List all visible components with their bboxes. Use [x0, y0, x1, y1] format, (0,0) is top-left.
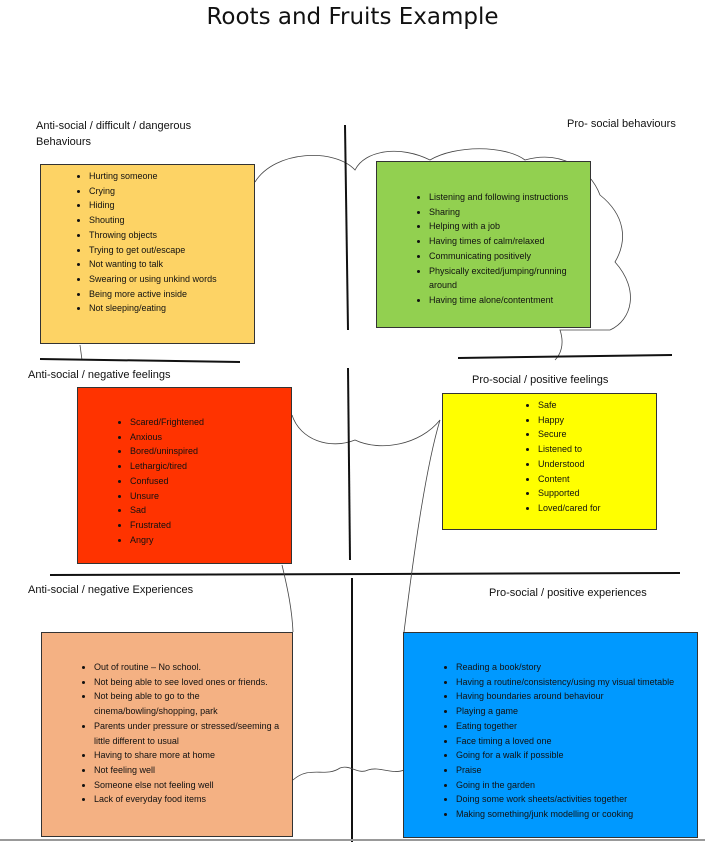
list-item: Scared/Frightened: [130, 415, 287, 430]
anti-experiences-list: Out of routine – No school.Not being abl…: [42, 660, 292, 807]
ground-line: [49, 572, 681, 576]
list-item: Not wanting to talk: [89, 257, 250, 272]
list-item: Supported: [538, 486, 652, 501]
list-item: Out of routine – No school.: [94, 660, 284, 675]
right-upper-horizontal: [457, 354, 673, 359]
list-item: Throwing objects: [89, 228, 250, 243]
list-item: Reading a book/story: [456, 660, 675, 675]
list-item: Hurting someone: [89, 169, 250, 184]
list-item: Not being able to go to the cinema/bowli…: [94, 689, 284, 718]
list-item: Not sleeping/eating: [89, 301, 250, 316]
list-item: Doing some work sheets/activities togeth…: [456, 792, 675, 807]
label-anti-feelings: Anti-social / negative feelings: [28, 369, 171, 381]
list-item: Angry: [130, 533, 287, 548]
list-item: Loved/cared for: [538, 501, 652, 516]
list-item: Secure: [538, 427, 652, 442]
list-item: Listening and following instructions: [429, 190, 586, 205]
list-item: Hiding: [89, 198, 250, 213]
list-item: Helping with a job: [429, 219, 586, 234]
list-item: Having times of calm/relaxed: [429, 234, 586, 249]
anti-experiences-box: Out of routine – No school.Not being abl…: [41, 632, 293, 837]
trunk-left: [281, 564, 294, 633]
list-item: Going for a walk if possible: [456, 748, 675, 763]
pro-behaviours-list: Listening and following instructionsShar…: [377, 190, 590, 308]
list-item: Going in the garden: [456, 778, 675, 793]
anti-behaviours-list: Hurting someoneCryingHidingShoutingThrow…: [41, 169, 254, 316]
pro-experiences-box: Reading a book/storyHaving a routine/con…: [403, 632, 698, 838]
list-item: Having a routine/consistency/using my vi…: [456, 675, 675, 690]
anti-feelings-list: Scared/FrightenedAnxiousBored/uninspired…: [78, 415, 291, 547]
list-item: Not feeling well: [94, 763, 284, 778]
list-item: Lack of everyday food items: [94, 792, 284, 807]
list-item: Not being able to see loved ones or frie…: [94, 675, 284, 690]
list-item: Bored/uninspired: [130, 444, 287, 459]
anti-feelings-box: Scared/FrightenedAnxiousBored/uninspired…: [77, 387, 292, 564]
list-item: Having to share more at home: [94, 748, 284, 763]
list-item: Praise: [456, 763, 675, 778]
list-item: Crying: [89, 184, 250, 199]
list-item: Communicating positively: [429, 249, 586, 264]
mid-vertical-line: [347, 367, 351, 561]
list-item: Unsure: [130, 489, 287, 504]
list-item: Being more active inside: [89, 287, 250, 302]
list-item: Shouting: [89, 213, 250, 228]
root-line: [292, 766, 405, 781]
pro-behaviours-box: Listening and following instructionsShar…: [376, 161, 591, 328]
label-pro-feelings: Pro-social / positive feelings: [472, 374, 609, 386]
list-item: Playing a game: [456, 704, 675, 719]
list-item: Face timing a loved one: [456, 734, 675, 749]
label-pro-experiences: Pro-social / positive experiences: [489, 587, 647, 599]
list-item: Having boundaries around behaviour: [456, 689, 675, 704]
list-item: Trying to get out/escape: [89, 243, 250, 258]
anti-behaviours-box: Hurting someoneCryingHidingShoutingThrow…: [40, 164, 255, 344]
list-item: Anxious: [130, 430, 287, 445]
list-item: Understood: [538, 457, 652, 472]
pro-feelings-list: SafeHappySecureListened toUnderstoodCont…: [443, 398, 656, 516]
list-item: Someone else not feeling well: [94, 778, 284, 793]
list-item: Sharing: [429, 205, 586, 220]
list-item: Parents under pressure or stressed/seemi…: [94, 719, 284, 748]
list-item: Swearing or using unkind words: [89, 272, 250, 287]
left-upper-horizontal: [39, 358, 241, 363]
label-anti-experiences: Anti-social / negative Experiences: [28, 584, 194, 596]
top-vertical-line: [344, 124, 349, 331]
list-item: Lethargic/tired: [130, 459, 287, 474]
canopy-lower: [79, 344, 441, 447]
list-item: Sad: [130, 503, 287, 518]
list-item: Physically excited/jumping/running aroun…: [429, 264, 586, 293]
pro-experiences-list: Reading a book/storyHaving a routine/con…: [404, 660, 697, 822]
list-item: Content: [538, 472, 652, 487]
list-item: Safe: [538, 398, 652, 413]
label-pro-behaviours: Pro- social behaviours: [567, 118, 676, 130]
list-item: Having time alone/contentment: [429, 293, 586, 308]
pro-feelings-box: SafeHappySecureListened toUnderstoodCont…: [442, 393, 657, 530]
trunk-right: [403, 419, 441, 633]
page-title: Roots and Fruits Example: [206, 4, 499, 30]
list-item: Happy: [538, 413, 652, 428]
label-anti-behaviours: Anti-social / difficult / dangerous Beha…: [36, 120, 192, 148]
list-item: Listened to: [538, 442, 652, 457]
list-item: Making something/junk modelling or cooki…: [456, 807, 675, 822]
list-item: Frustrated: [130, 518, 287, 533]
list-item: Eating together: [456, 719, 675, 734]
list-item: Confused: [130, 474, 287, 489]
